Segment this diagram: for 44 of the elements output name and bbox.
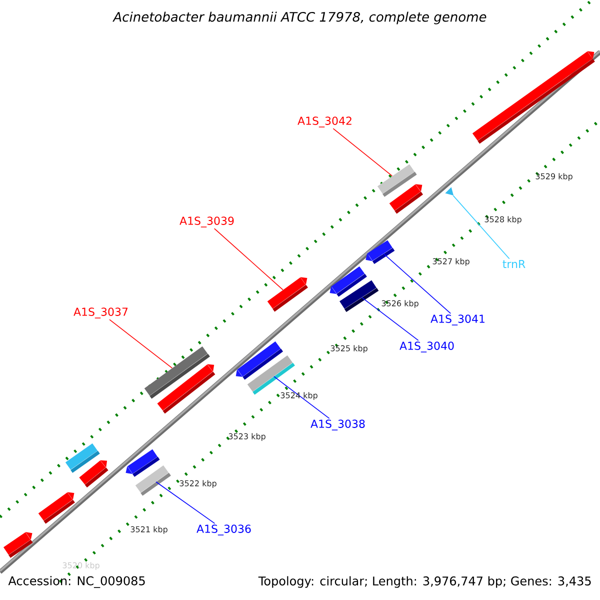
tick-label: 3528 kbp bbox=[484, 216, 522, 224]
leader-line bbox=[362, 297, 419, 341]
gene-block bbox=[144, 346, 210, 399]
footer-text: Accession: NC_009085 bbox=[8, 576, 145, 588]
gene-block bbox=[340, 280, 379, 312]
gene-block bbox=[389, 184, 423, 214]
gene-block bbox=[377, 164, 417, 197]
gene-block bbox=[267, 277, 308, 312]
gene-block bbox=[126, 449, 160, 477]
gene-label: A1S_3040 bbox=[400, 342, 454, 352]
leader-line bbox=[274, 376, 330, 419]
title: Acinetobacter baumannii ATCC 17978, complete genome bbox=[112, 12, 486, 24]
tick-label: 3527 kbp bbox=[432, 258, 470, 266]
gene-triangle bbox=[445, 187, 454, 196]
leader-line bbox=[156, 481, 216, 524]
gene-label: A1S_3041 bbox=[430, 314, 484, 326]
gene-block bbox=[135, 465, 171, 496]
tick-label: 3521 kbp bbox=[130, 526, 168, 534]
tick-label: 3526 kbp bbox=[382, 300, 418, 308]
gene-label: trnR bbox=[502, 260, 526, 268]
gene-label: A1S_3037 bbox=[74, 308, 128, 318]
gene-label: A1S_3042 bbox=[298, 116, 352, 128]
gene-label: A1S_3038 bbox=[310, 420, 365, 430]
leader-line bbox=[109, 319, 173, 368]
gene-block bbox=[366, 240, 395, 264]
leader-line bbox=[332, 128, 393, 176]
footer-text: Topology: circular; Length: 3,976,747 bp; Genes: 3,435 bbox=[258, 576, 591, 588]
gene-block bbox=[65, 443, 100, 473]
tick-label: 3523 kbp bbox=[228, 433, 266, 441]
tick-label: 3529 kbp bbox=[536, 173, 572, 181]
leader-line bbox=[214, 228, 284, 290]
leader-line bbox=[452, 195, 510, 260]
tick-label: 3522 kbp bbox=[180, 480, 216, 488]
gene-label: A1S_3039 bbox=[180, 216, 234, 228]
gene-block bbox=[236, 341, 284, 380]
tick-label: 3525 kbp bbox=[330, 345, 368, 353]
gene-block bbox=[157, 364, 216, 414]
gene-block bbox=[472, 51, 595, 144]
gene-label: A1S_3036 bbox=[196, 524, 251, 536]
leader-line bbox=[383, 253, 452, 314]
gene-block bbox=[330, 266, 367, 297]
gene-block bbox=[3, 532, 33, 558]
gene-block bbox=[79, 460, 108, 488]
gene-block bbox=[38, 492, 75, 524]
